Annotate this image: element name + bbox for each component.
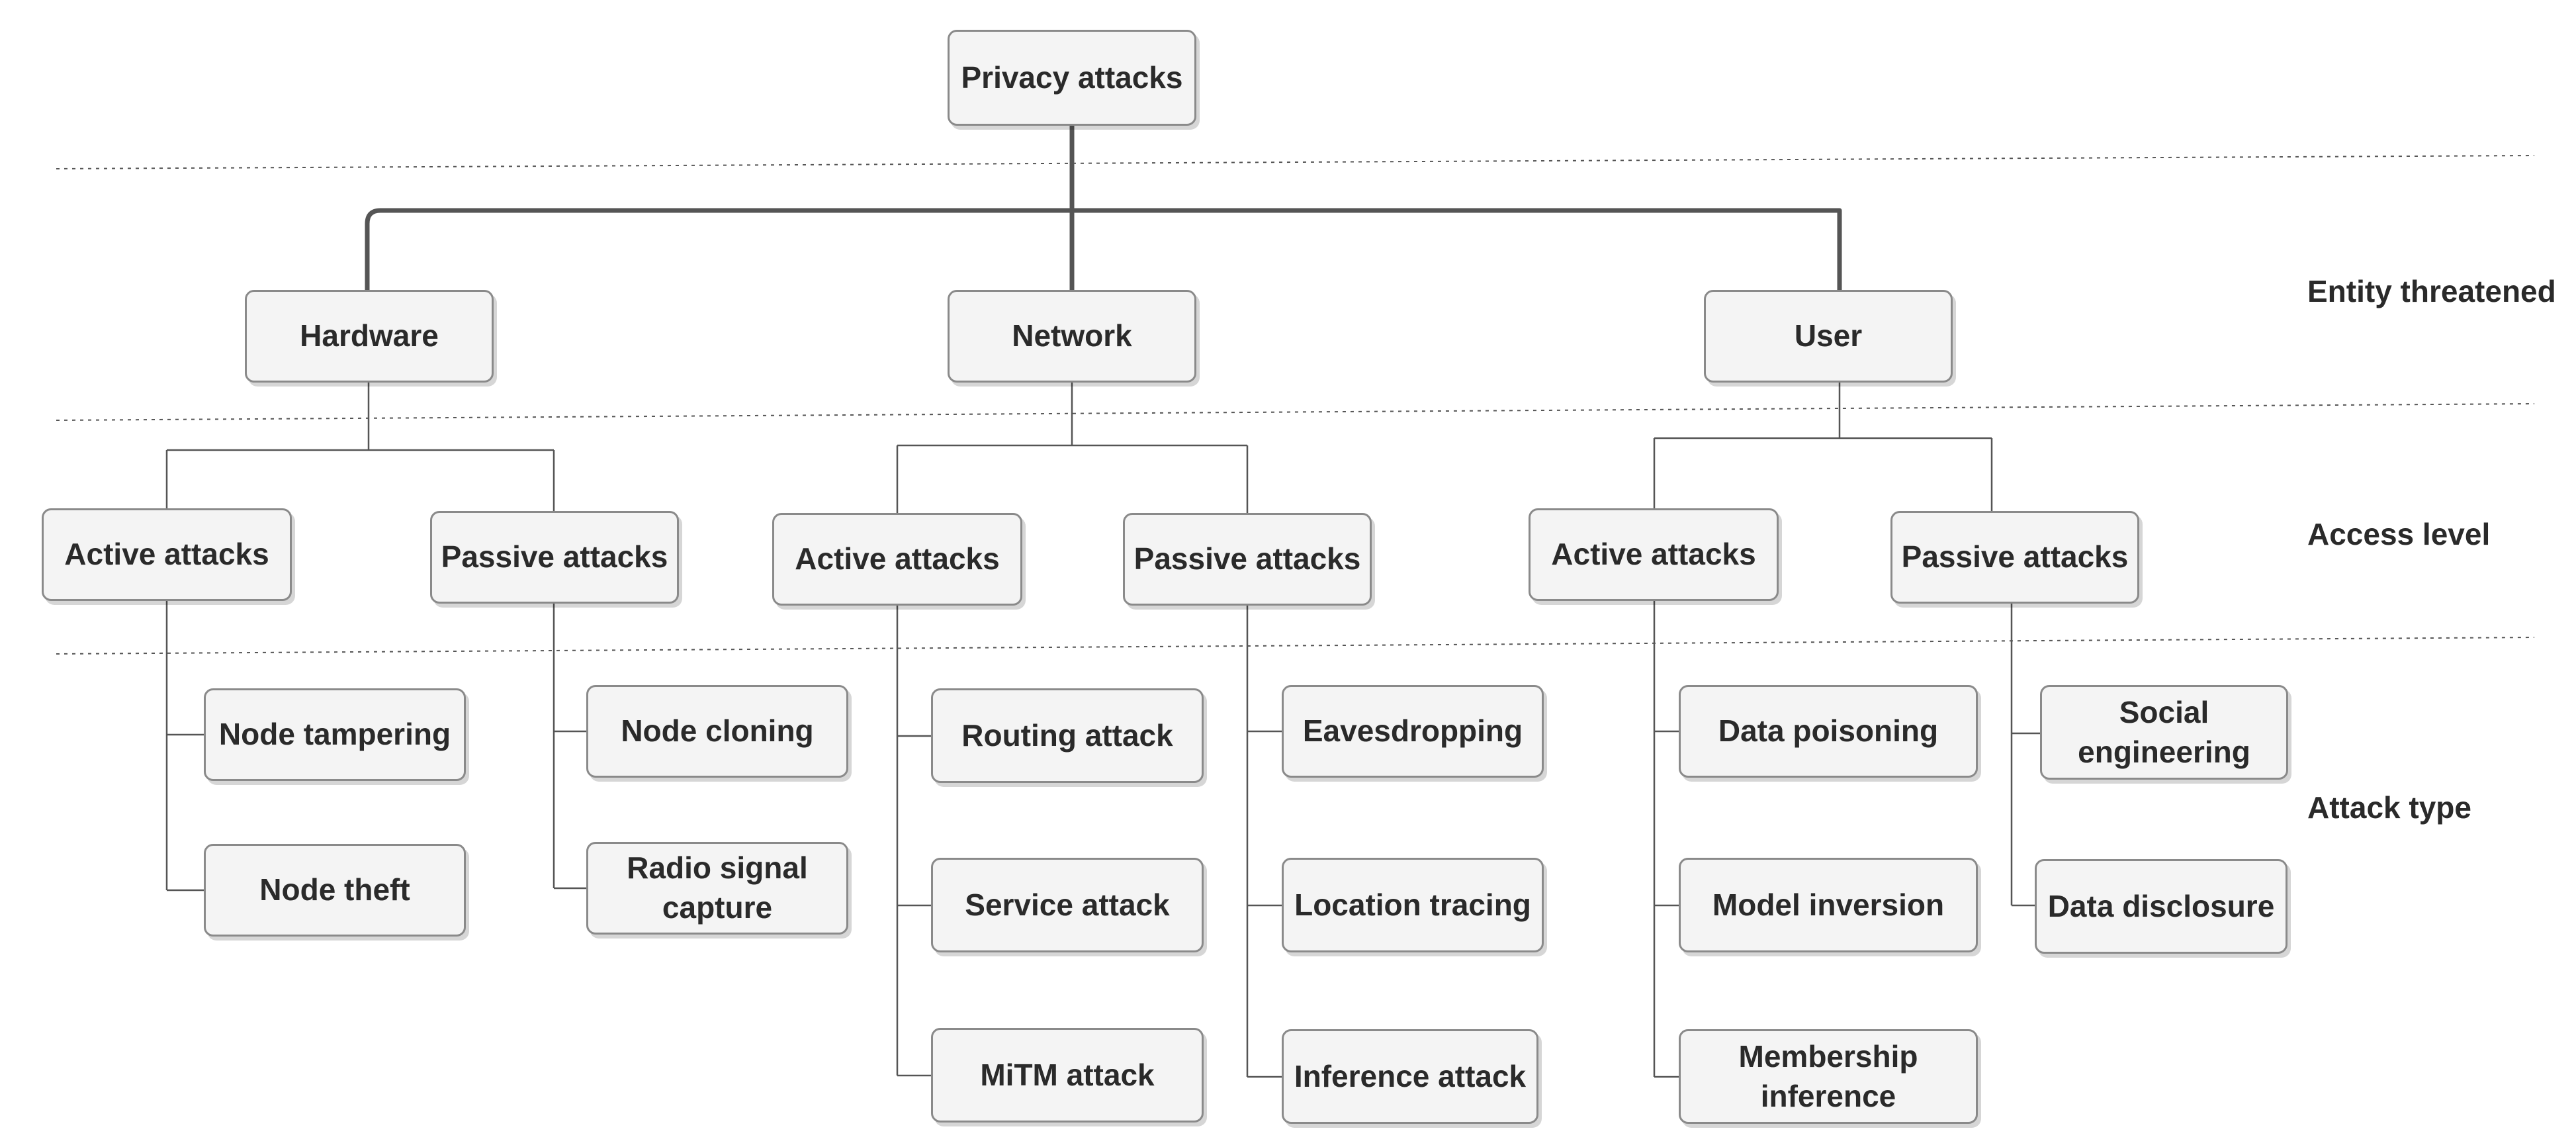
node-tampering-node: Node tampering — [204, 688, 466, 781]
hardware-passive-branch — [553, 604, 586, 890]
hardware-node: Hardware — [245, 290, 494, 383]
user-active-branch — [1653, 601, 1679, 1078]
radio-signal-capture-node: Radio signal capture — [586, 842, 848, 935]
eavesdropping-node: Eavesdropping — [1282, 685, 1544, 778]
divider-line-bottom — [56, 637, 2535, 655]
routing-attack-node: Routing attack — [931, 688, 1204, 783]
data-poisoning-node: Data poisoning — [1679, 685, 1978, 778]
data-disclosure-node: Data disclosure — [2035, 859, 2287, 954]
inference-attack-node: Inference attack — [1282, 1029, 1538, 1124]
node-theft-node: Node theft — [204, 844, 466, 937]
node-cloning-node: Node cloning — [586, 685, 848, 778]
user-passive-node: Passive attacks — [1890, 511, 2139, 604]
network-passive-node: Passive attacks — [1123, 513, 1372, 606]
divider-line-middle — [56, 403, 2535, 421]
root-node: Privacy attacks — [948, 30, 1196, 126]
root-connector — [365, 126, 1842, 290]
service-attack-node: Service attack — [931, 858, 1204, 952]
hardware-active-node: Active attacks — [42, 508, 292, 601]
network-active-branch — [896, 606, 931, 1077]
membership-inference-node: Membership inference — [1679, 1029, 1978, 1124]
hardware-passive-node: Passive attacks — [430, 511, 679, 604]
divider-line-top — [56, 155, 2535, 169]
user-connector — [1653, 383, 1993, 513]
network-active-node: Active attacks — [772, 513, 1022, 606]
location-tracing-node: Location tracing — [1282, 858, 1544, 952]
level-label-access: Access level — [2307, 517, 2491, 551]
user-active-node: Active attacks — [1529, 508, 1779, 601]
network-node: Network — [948, 290, 1196, 383]
level-label-type: Attack type — [2307, 790, 2471, 825]
user-node: User — [1704, 290, 1953, 383]
hardware-connector — [165, 383, 555, 511]
social-engineering-node: Social engineering — [2040, 685, 2288, 780]
user-passive-branch — [2010, 604, 2040, 907]
mitm-attack-node: MiTM attack — [931, 1028, 1204, 1123]
network-connector — [896, 383, 1249, 513]
hardware-active-branch — [165, 601, 204, 892]
level-label-entity: Entity threatened — [2307, 274, 2556, 308]
model-inversion-node: Model inversion — [1679, 858, 1978, 952]
network-passive-branch — [1246, 606, 1282, 1078]
